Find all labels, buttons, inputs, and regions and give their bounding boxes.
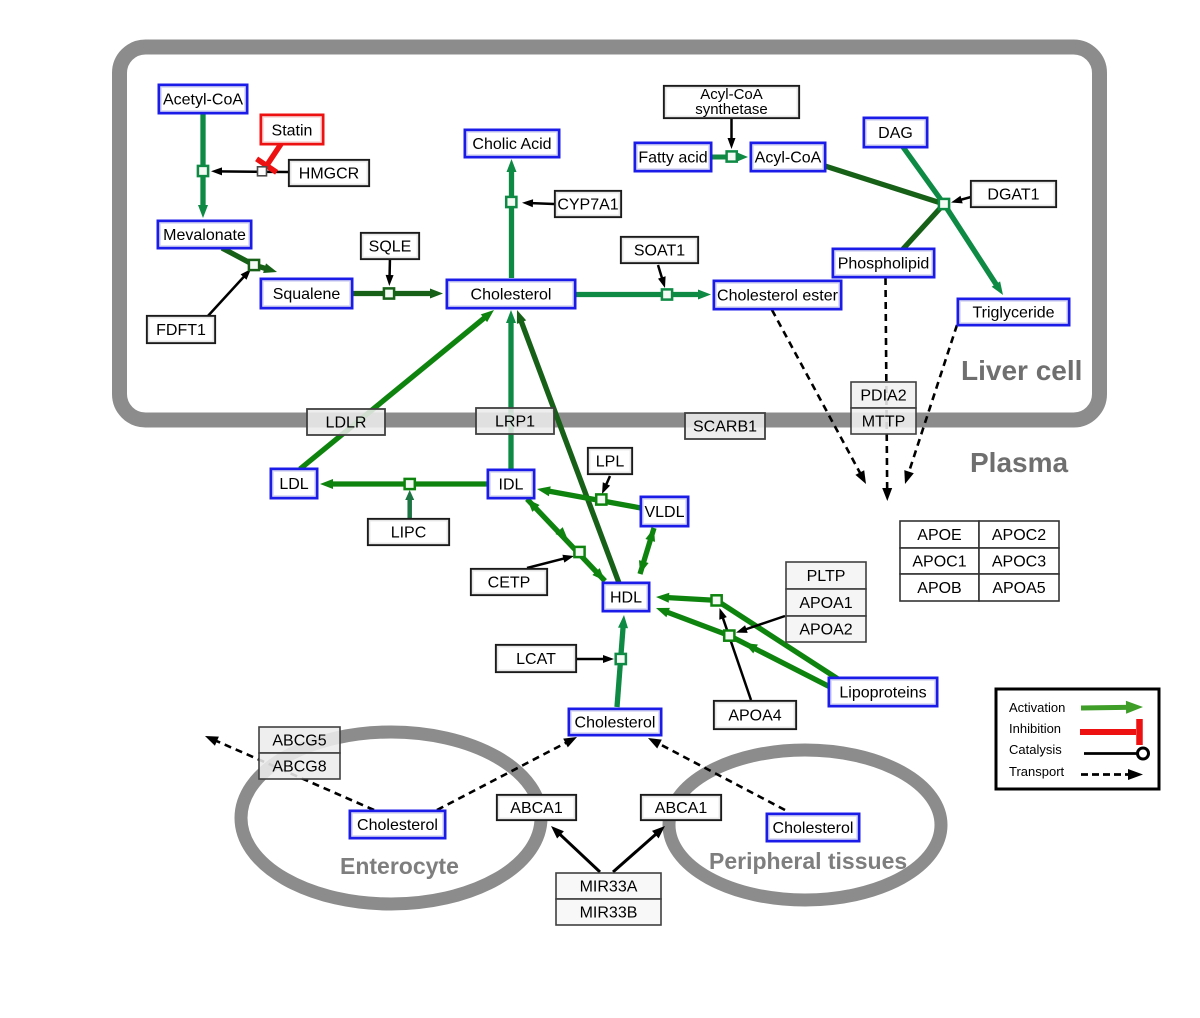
svg-text:MIR33B: MIR33B — [580, 905, 638, 922]
svg-text:DGAT1: DGAT1 — [987, 187, 1039, 204]
svg-text:ABCA1: ABCA1 — [510, 800, 563, 817]
svg-text:HDL: HDL — [610, 590, 642, 607]
svg-text:LPL: LPL — [596, 454, 625, 471]
svg-text:Catalysis: Catalysis — [1009, 742, 1062, 757]
svg-text:Inhibition: Inhibition — [1009, 721, 1061, 736]
svg-text:IDL: IDL — [499, 477, 524, 494]
svg-text:Lipoproteins: Lipoproteins — [839, 685, 926, 702]
svg-text:APOC3: APOC3 — [992, 554, 1046, 571]
svg-text:APOC2: APOC2 — [992, 527, 1046, 544]
svg-text:SQLE: SQLE — [369, 239, 412, 256]
svg-text:APOA1: APOA1 — [799, 595, 852, 612]
svg-text:VLDL: VLDL — [644, 504, 684, 521]
svg-text:Acyl-CoA: Acyl-CoA — [700, 86, 763, 103]
svg-text:PLTP: PLTP — [807, 568, 846, 585]
svg-text:FDFT1: FDFT1 — [156, 322, 206, 339]
svg-text:APOA2: APOA2 — [799, 622, 852, 639]
svg-text:Statin: Statin — [272, 123, 313, 140]
svg-text:Phospholipid: Phospholipid — [838, 256, 930, 273]
svg-text:Acyl-CoA: Acyl-CoA — [755, 150, 822, 167]
svg-text:Enterocyte: Enterocyte — [340, 853, 459, 879]
svg-text:CYP7A1: CYP7A1 — [557, 197, 618, 214]
svg-text:Cholesterol: Cholesterol — [575, 715, 656, 732]
svg-text:CETP: CETP — [488, 575, 531, 592]
svg-text:MTTP: MTTP — [862, 414, 906, 431]
svg-text:PDIA2: PDIA2 — [860, 388, 906, 405]
svg-text:HMGCR: HMGCR — [299, 166, 359, 183]
svg-text:Mevalonate: Mevalonate — [163, 227, 246, 244]
svg-text:SCARB1: SCARB1 — [693, 419, 757, 436]
svg-text:Activation: Activation — [1009, 700, 1065, 715]
svg-text:LDLR: LDLR — [326, 415, 367, 432]
svg-text:Acetyl-CoA: Acetyl-CoA — [163, 92, 243, 109]
svg-text:Cholesterol: Cholesterol — [357, 817, 438, 834]
svg-text:LDL: LDL — [279, 476, 308, 493]
svg-text:Peripheral tissues: Peripheral tissues — [709, 848, 907, 874]
svg-text:ABCG5: ABCG5 — [272, 733, 326, 750]
svg-text:LRP1: LRP1 — [495, 414, 535, 431]
svg-text:synthetase: synthetase — [695, 101, 768, 118]
svg-text:APOA5: APOA5 — [992, 580, 1045, 597]
svg-text:Plasma: Plasma — [970, 447, 1068, 478]
svg-text:APOC1: APOC1 — [912, 554, 966, 571]
svg-text:Fatty acid: Fatty acid — [638, 150, 707, 167]
svg-text:Triglyceride: Triglyceride — [972, 305, 1054, 322]
svg-text:Squalene: Squalene — [273, 286, 341, 303]
svg-text:ABCA1: ABCA1 — [655, 800, 708, 817]
svg-text:Cholesterol: Cholesterol — [471, 287, 552, 304]
svg-text:APOE: APOE — [917, 527, 961, 544]
svg-text:Cholic Acid: Cholic Acid — [472, 136, 551, 153]
svg-text:ABCG8: ABCG8 — [272, 759, 326, 776]
svg-text:APOA4: APOA4 — [728, 708, 781, 725]
svg-text:DAG: DAG — [878, 125, 913, 142]
svg-text:APOB: APOB — [917, 580, 961, 597]
svg-text:SOAT1: SOAT1 — [634, 243, 685, 260]
svg-text:Cholesterol: Cholesterol — [773, 820, 854, 837]
svg-text:MIR33A: MIR33A — [580, 879, 638, 896]
svg-text:LIPC: LIPC — [391, 525, 427, 542]
svg-text:Cholesterol ester: Cholesterol ester — [717, 288, 839, 305]
svg-text:Liver cell: Liver cell — [961, 355, 1082, 386]
svg-text:Transport: Transport — [1009, 764, 1065, 779]
svg-text:LCAT: LCAT — [516, 651, 556, 668]
